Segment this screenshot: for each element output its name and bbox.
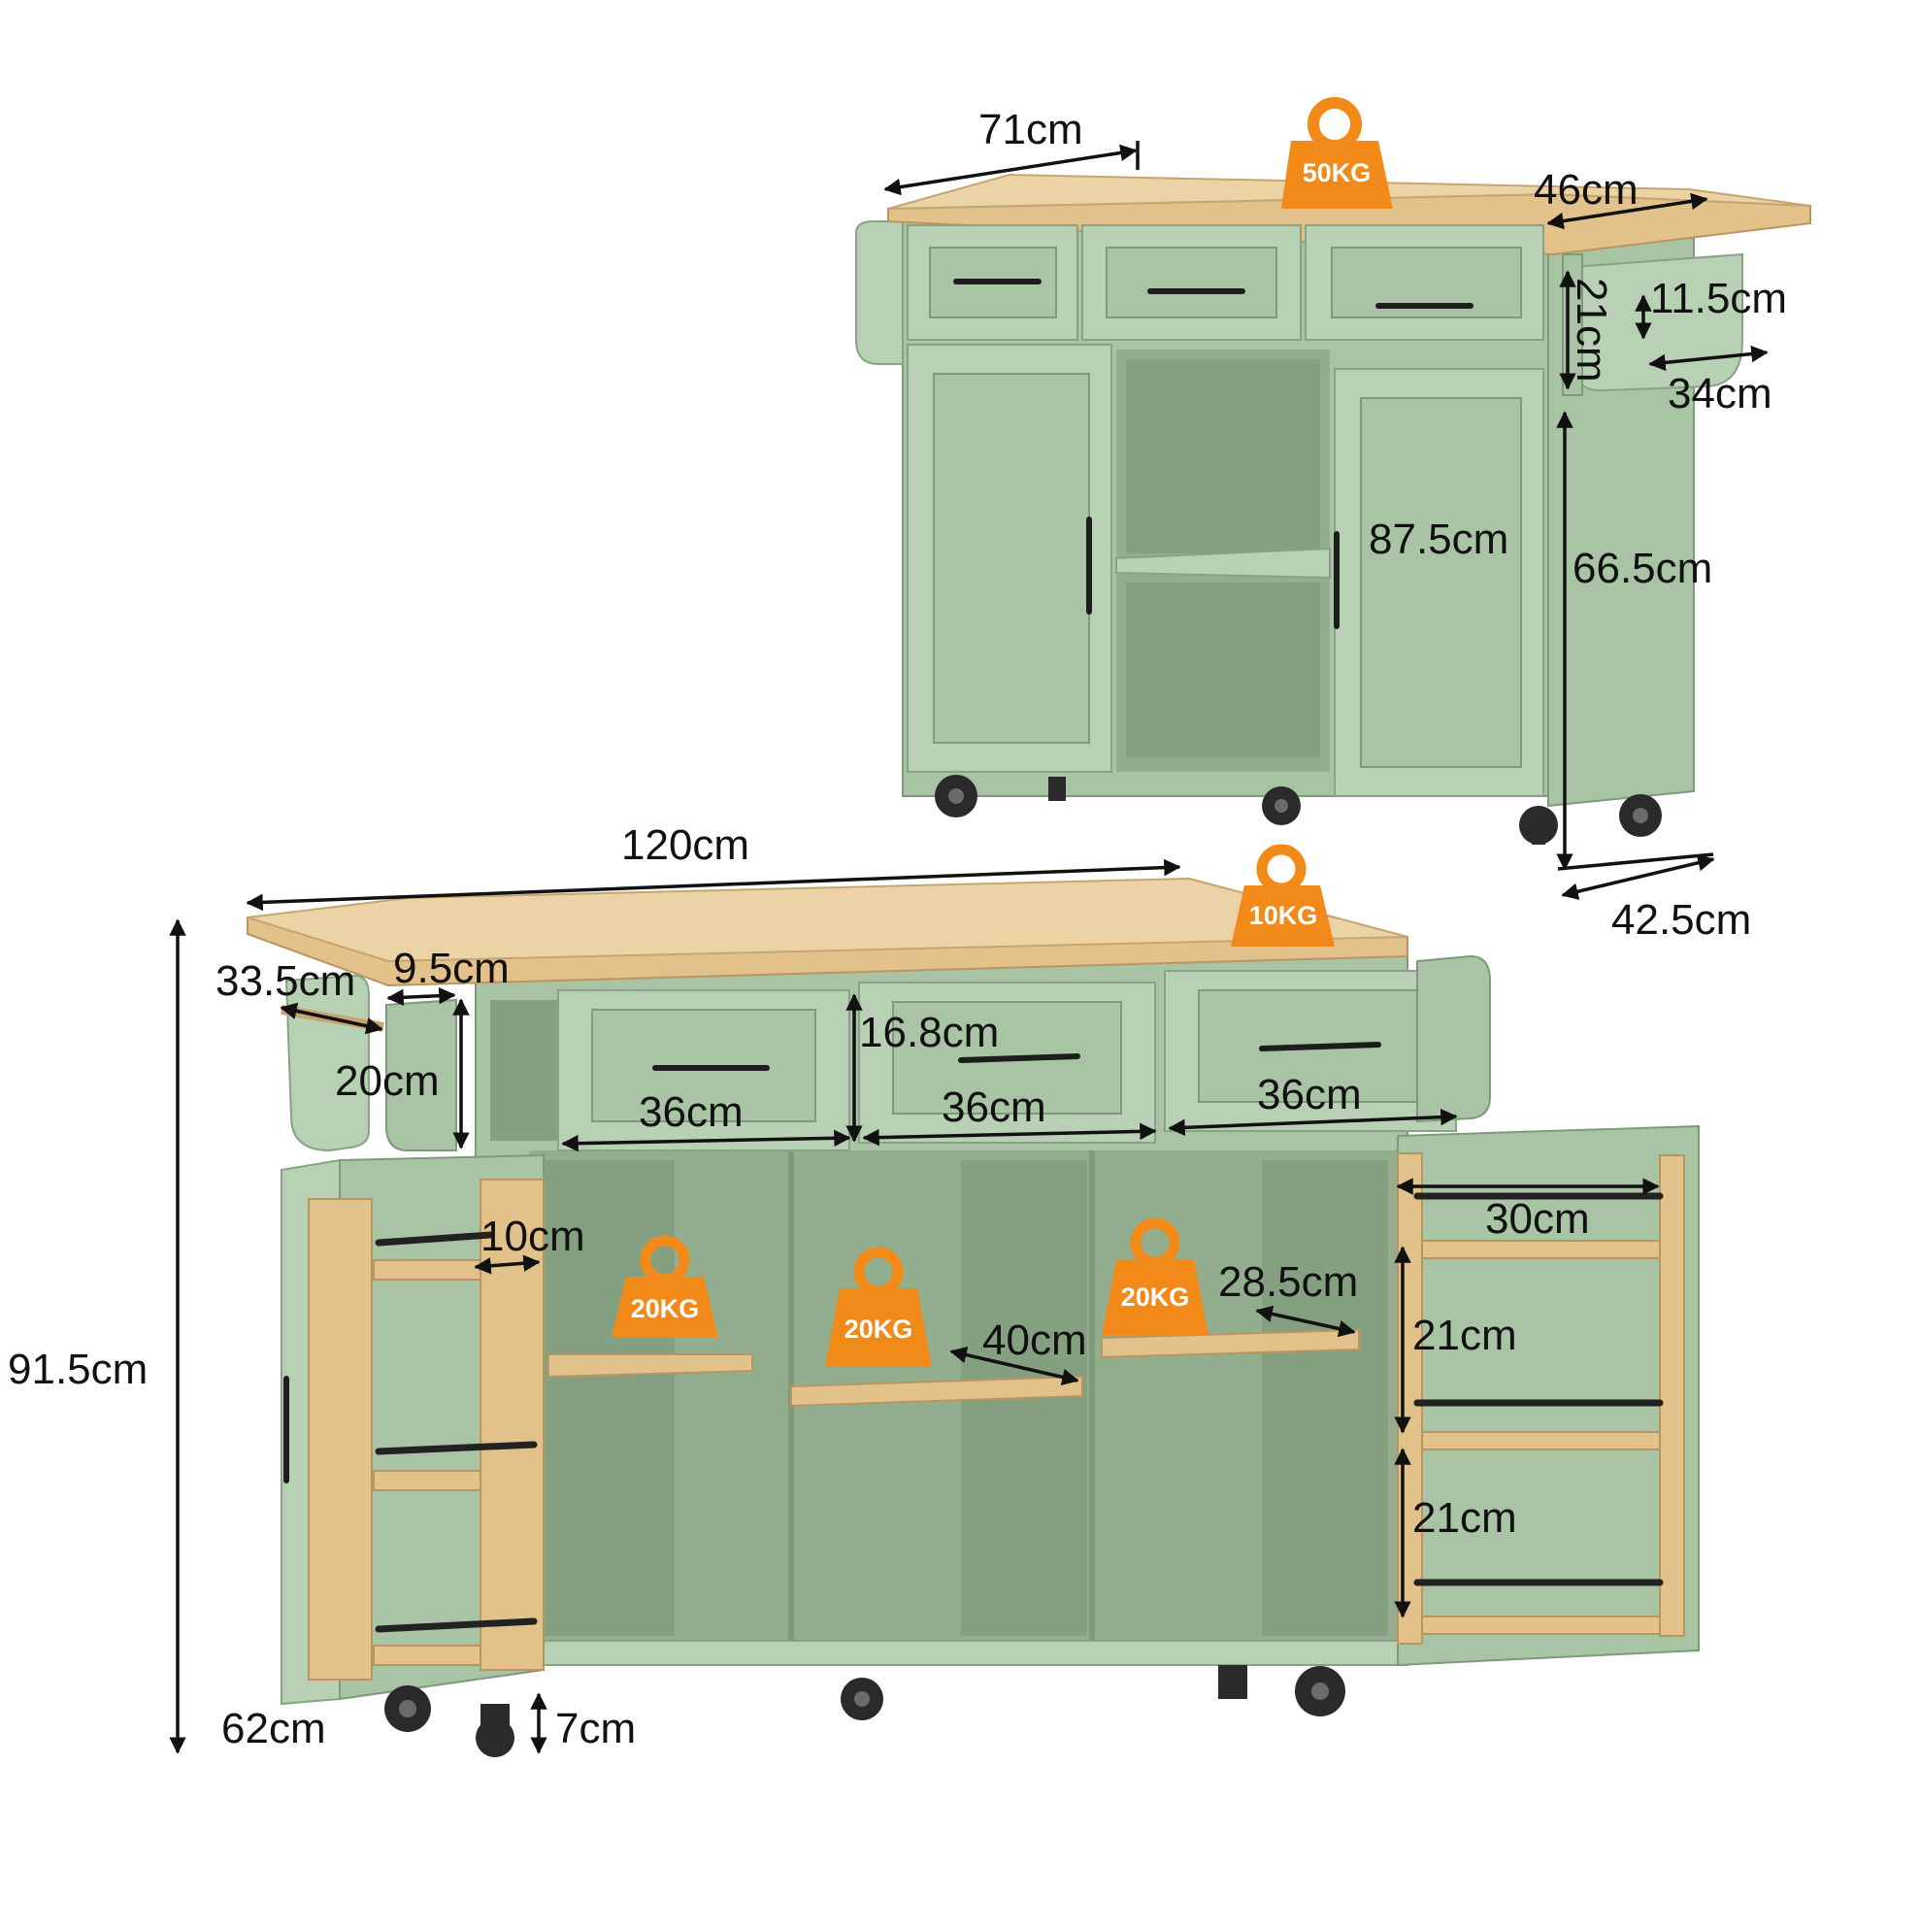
spice-rack-width-label: 9.5cm <box>393 945 510 992</box>
bottom-drawers <box>490 954 1491 1151</box>
top-spice-width-label: 34cm <box>1668 370 1772 417</box>
right-rack-width-label: 30cm <box>1485 1195 1590 1243</box>
top-wheels <box>935 775 1662 845</box>
door-rack-depth-label: 10cm <box>480 1213 585 1260</box>
shelf-weight-badge-1: 20KG <box>612 1235 718 1338</box>
bottom-width-label: 120cm <box>621 821 749 869</box>
top-cabinet-height-label: 87.5cm <box>1369 516 1508 563</box>
top-side-height-label: 66.5cm <box>1572 545 1712 592</box>
shelf-weight-badge-3: 20KG <box>1102 1217 1208 1335</box>
bottom-top-weight-badge: 10KG <box>1231 844 1335 947</box>
shelf-weight-label-1: 20KG <box>631 1294 700 1323</box>
top-cabinet-illustration: 50KG <box>855 97 1811 845</box>
wheel-height-label: 7cm <box>555 1705 636 1752</box>
shelf-weight-badge-2: 20KG <box>825 1247 932 1367</box>
drawer-width-label-2: 36cm <box>942 1083 1046 1131</box>
top-drawer-height-label: 21cm <box>1568 278 1615 383</box>
bottom-total-height-label: 91.5cm <box>8 1346 148 1393</box>
spice-rack-height-label: 20cm <box>335 1057 440 1105</box>
drawer-width-label-3: 36cm <box>1257 1071 1362 1118</box>
top-weight-label: 50KG <box>1303 158 1372 187</box>
top-base-depth-label: 42.5cm <box>1611 896 1751 944</box>
inner-height-label: 62cm <box>221 1705 326 1752</box>
bottom-top-weight-label: 10KG <box>1249 901 1318 930</box>
top-dimension-lines <box>883 141 1769 900</box>
top-spice-height-label: 11.5cm <box>1650 275 1787 322</box>
bottom-wheels <box>384 1665 1345 1757</box>
shelf-weight-label-3: 20KG <box>1121 1282 1190 1312</box>
right-rack-shelf-label-1: 21cm <box>1412 1312 1517 1359</box>
bottom-dimension-lines <box>169 858 1660 1754</box>
drawer-width-label-1: 36cm <box>639 1088 744 1136</box>
shelf-weight-label-2: 20KG <box>844 1315 913 1344</box>
towel-bar-label: 33.5cm <box>215 957 355 1005</box>
top-weight-badge: 50KG <box>1281 97 1393 209</box>
top-depth-label: 46cm <box>1534 166 1639 214</box>
shelf-depth-label: 28.5cm <box>1218 1258 1358 1306</box>
bottom-drawer-height-label: 16.8cm <box>859 1009 999 1056</box>
shelf-width-label: 40cm <box>982 1316 1087 1364</box>
right-rack-shelf-label-2: 21cm <box>1412 1494 1517 1542</box>
top-width-label: 71cm <box>978 106 1083 153</box>
